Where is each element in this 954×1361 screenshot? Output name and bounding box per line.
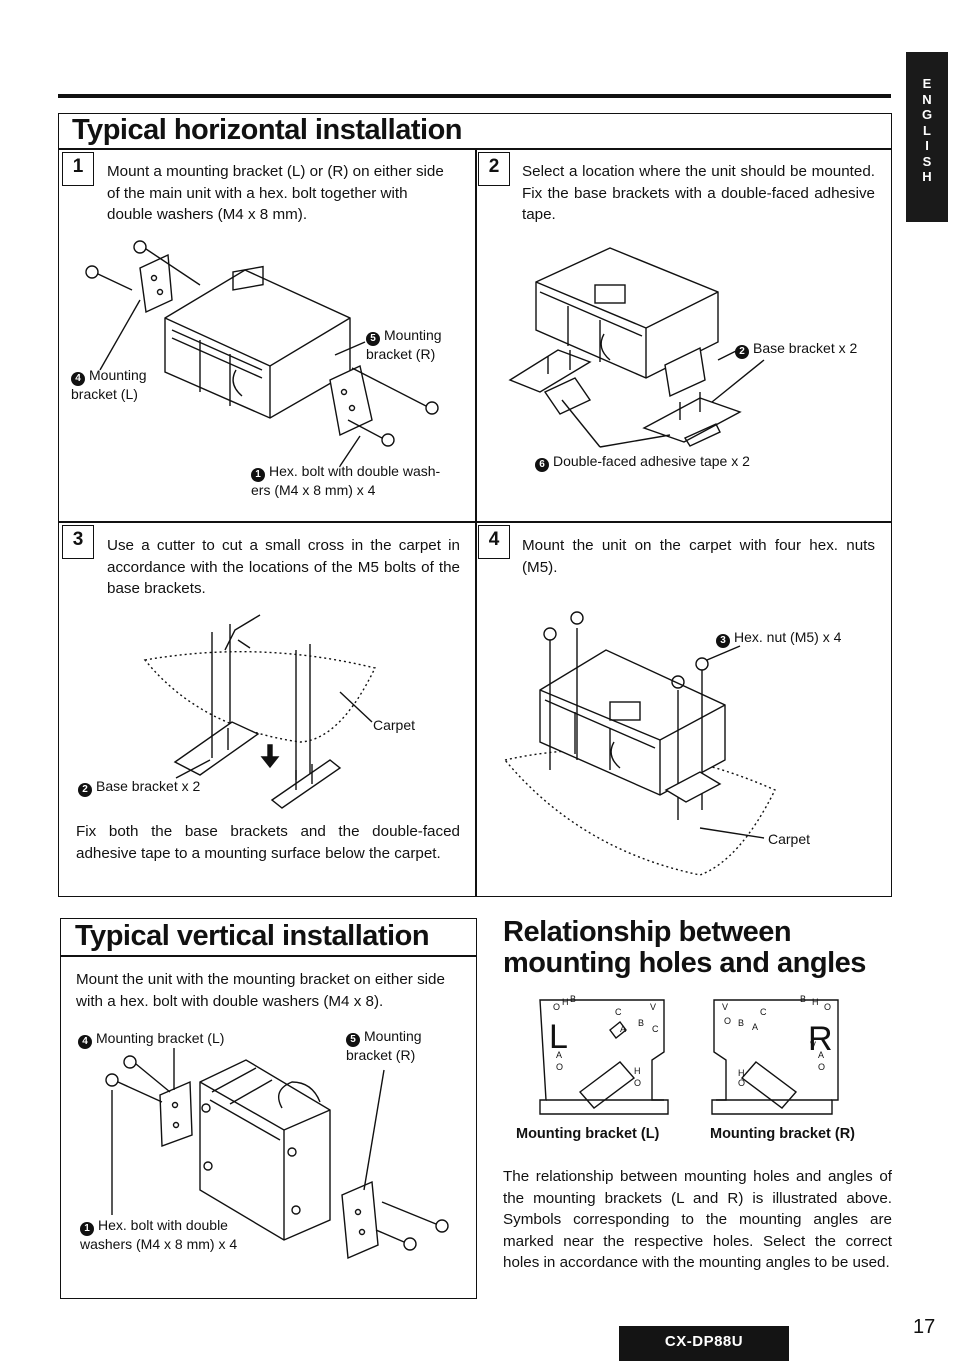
step-1-number: 1 — [62, 152, 94, 186]
step-3-base-label: 2 Base bracket x 2 — [78, 778, 238, 797]
svg-text:O: O — [824, 1002, 831, 1012]
callout-number: 1 — [251, 468, 265, 482]
relationship-title-line1: Relationship between — [503, 916, 792, 948]
callout-number: 4 — [78, 1035, 92, 1049]
vertical-section — [60, 918, 477, 1299]
mount-l-text: Mounting bracket (L) — [96, 1030, 225, 1046]
language-tab: E N G L I S H — [906, 52, 948, 222]
svg-text:O: O — [818, 1062, 825, 1072]
horizontal-row-divider — [58, 521, 892, 523]
callout-number: 4 — [71, 372, 85, 386]
language-letter: L — [923, 122, 931, 138]
svg-text:H: H — [634, 1066, 641, 1076]
tape-text: Double-faced adhesive tape x 2 — [553, 453, 750, 469]
callout-number: 5 — [366, 332, 380, 346]
base-text: Base bracket x 2 — [96, 778, 201, 794]
language-letter: H — [922, 169, 932, 184]
model-number: CX-DP88U — [619, 1326, 789, 1361]
step-2-base-label: 2 Base bracket x 2 — [735, 340, 885, 359]
svg-text:V: V — [722, 1002, 728, 1012]
vertical-title-divider — [60, 955, 477, 957]
step-4-nut-label: 3 Hex. nut (M5) x 4 — [716, 629, 866, 648]
vertical-mount-l-label: 4 Mounting bracket (L) — [78, 1030, 278, 1049]
bracket-r-caption: Mounting bracket (R) — [710, 1126, 855, 1142]
step-3-carpet-label: Carpet — [373, 717, 416, 733]
bracket-l-letter: L — [549, 1018, 568, 1056]
horizontal-title: Typical horizontal installation — [72, 114, 463, 146]
svg-text:V: V — [650, 1002, 656, 1012]
language-letter: G — [921, 107, 933, 122]
svg-text:O: O — [634, 1078, 641, 1088]
svg-text:A: A — [752, 1022, 758, 1032]
relationship-text: The relationship between mounting holes … — [503, 1168, 892, 1271]
svg-text:O: O — [724, 1016, 731, 1026]
vertical-text: Mount the unit with the mounting bracket… — [76, 971, 445, 1010]
callout-number: 2 — [735, 345, 749, 359]
callout-number: 6 — [535, 458, 549, 472]
svg-text:H: H — [562, 997, 569, 1007]
base-text: Base bracket x 2 — [753, 340, 858, 356]
svg-text:B: B — [738, 1018, 744, 1028]
step-3-number: 3 — [62, 525, 94, 559]
vertical-title: Typical vertical installation — [75, 920, 430, 952]
svg-text:H: H — [738, 1068, 745, 1078]
step-2-tape-label: 6 Double-faced adhesive tape x 2 — [535, 453, 795, 472]
svg-text:B: B — [570, 994, 576, 1004]
bracket-l-caption: Mounting bracket (L) — [516, 1126, 660, 1142]
nut-text: Hex. nut (M5) x 4 — [734, 629, 842, 645]
mount-l-text: Mounting bracket (L) — [71, 367, 147, 402]
svg-text:B: B — [800, 994, 806, 1004]
step-4-carpet-label: Carpet — [768, 831, 811, 847]
hex-text: Hex. bolt with double washers (M4 x 8 mm… — [80, 1217, 238, 1252]
callout-number: 3 — [716, 634, 730, 648]
svg-text:A: A — [620, 1024, 626, 1034]
language-letter: S — [922, 153, 932, 169]
bracket-r-letter: R — [808, 1020, 833, 1058]
svg-text:H: H — [812, 997, 819, 1007]
svg-text:O: O — [738, 1078, 745, 1088]
callout-number: 1 — [80, 1222, 94, 1236]
step-4-text: Mount the unit on the carpet with four h… — [522, 537, 875, 576]
language-letter: N — [922, 91, 932, 107]
mount-r-text: Mounting bracket (R) — [366, 327, 442, 362]
step-3-text: Use a cutter to cut a small cross in the… — [107, 537, 460, 597]
svg-text:C: C — [615, 1007, 622, 1017]
callout-number: 2 — [78, 783, 92, 797]
horizontal-vertical-divider — [475, 148, 477, 897]
svg-text:C: C — [760, 1007, 767, 1017]
language-letter: I — [925, 138, 929, 153]
step-1-text: Mount a mounting bracket (L) or (R) on e… — [107, 163, 444, 223]
page-number: 17 — [913, 1316, 936, 1338]
mount-r-text: Mounting bracket (R) — [346, 1028, 422, 1063]
callout-number: 5 — [346, 1033, 360, 1047]
language-letter: E — [922, 76, 932, 91]
hex-text: Hex. bolt with double wash- ers (M4 x 8 … — [251, 463, 441, 498]
svg-text:O: O — [553, 1002, 560, 1012]
relationship-title-line2: mounting holes and angles — [503, 947, 866, 979]
svg-text:O: O — [556, 1062, 563, 1072]
svg-text:B: B — [638, 1018, 644, 1028]
top-rule — [58, 94, 891, 98]
step-4-number: 4 — [478, 525, 510, 559]
svg-text:C: C — [652, 1024, 659, 1034]
step-3-footer-text: Fix both the base brackets and the doubl… — [76, 823, 460, 862]
step-2-text: Select a location where the unit should … — [522, 163, 875, 223]
step-2-number: 2 — [478, 152, 510, 186]
